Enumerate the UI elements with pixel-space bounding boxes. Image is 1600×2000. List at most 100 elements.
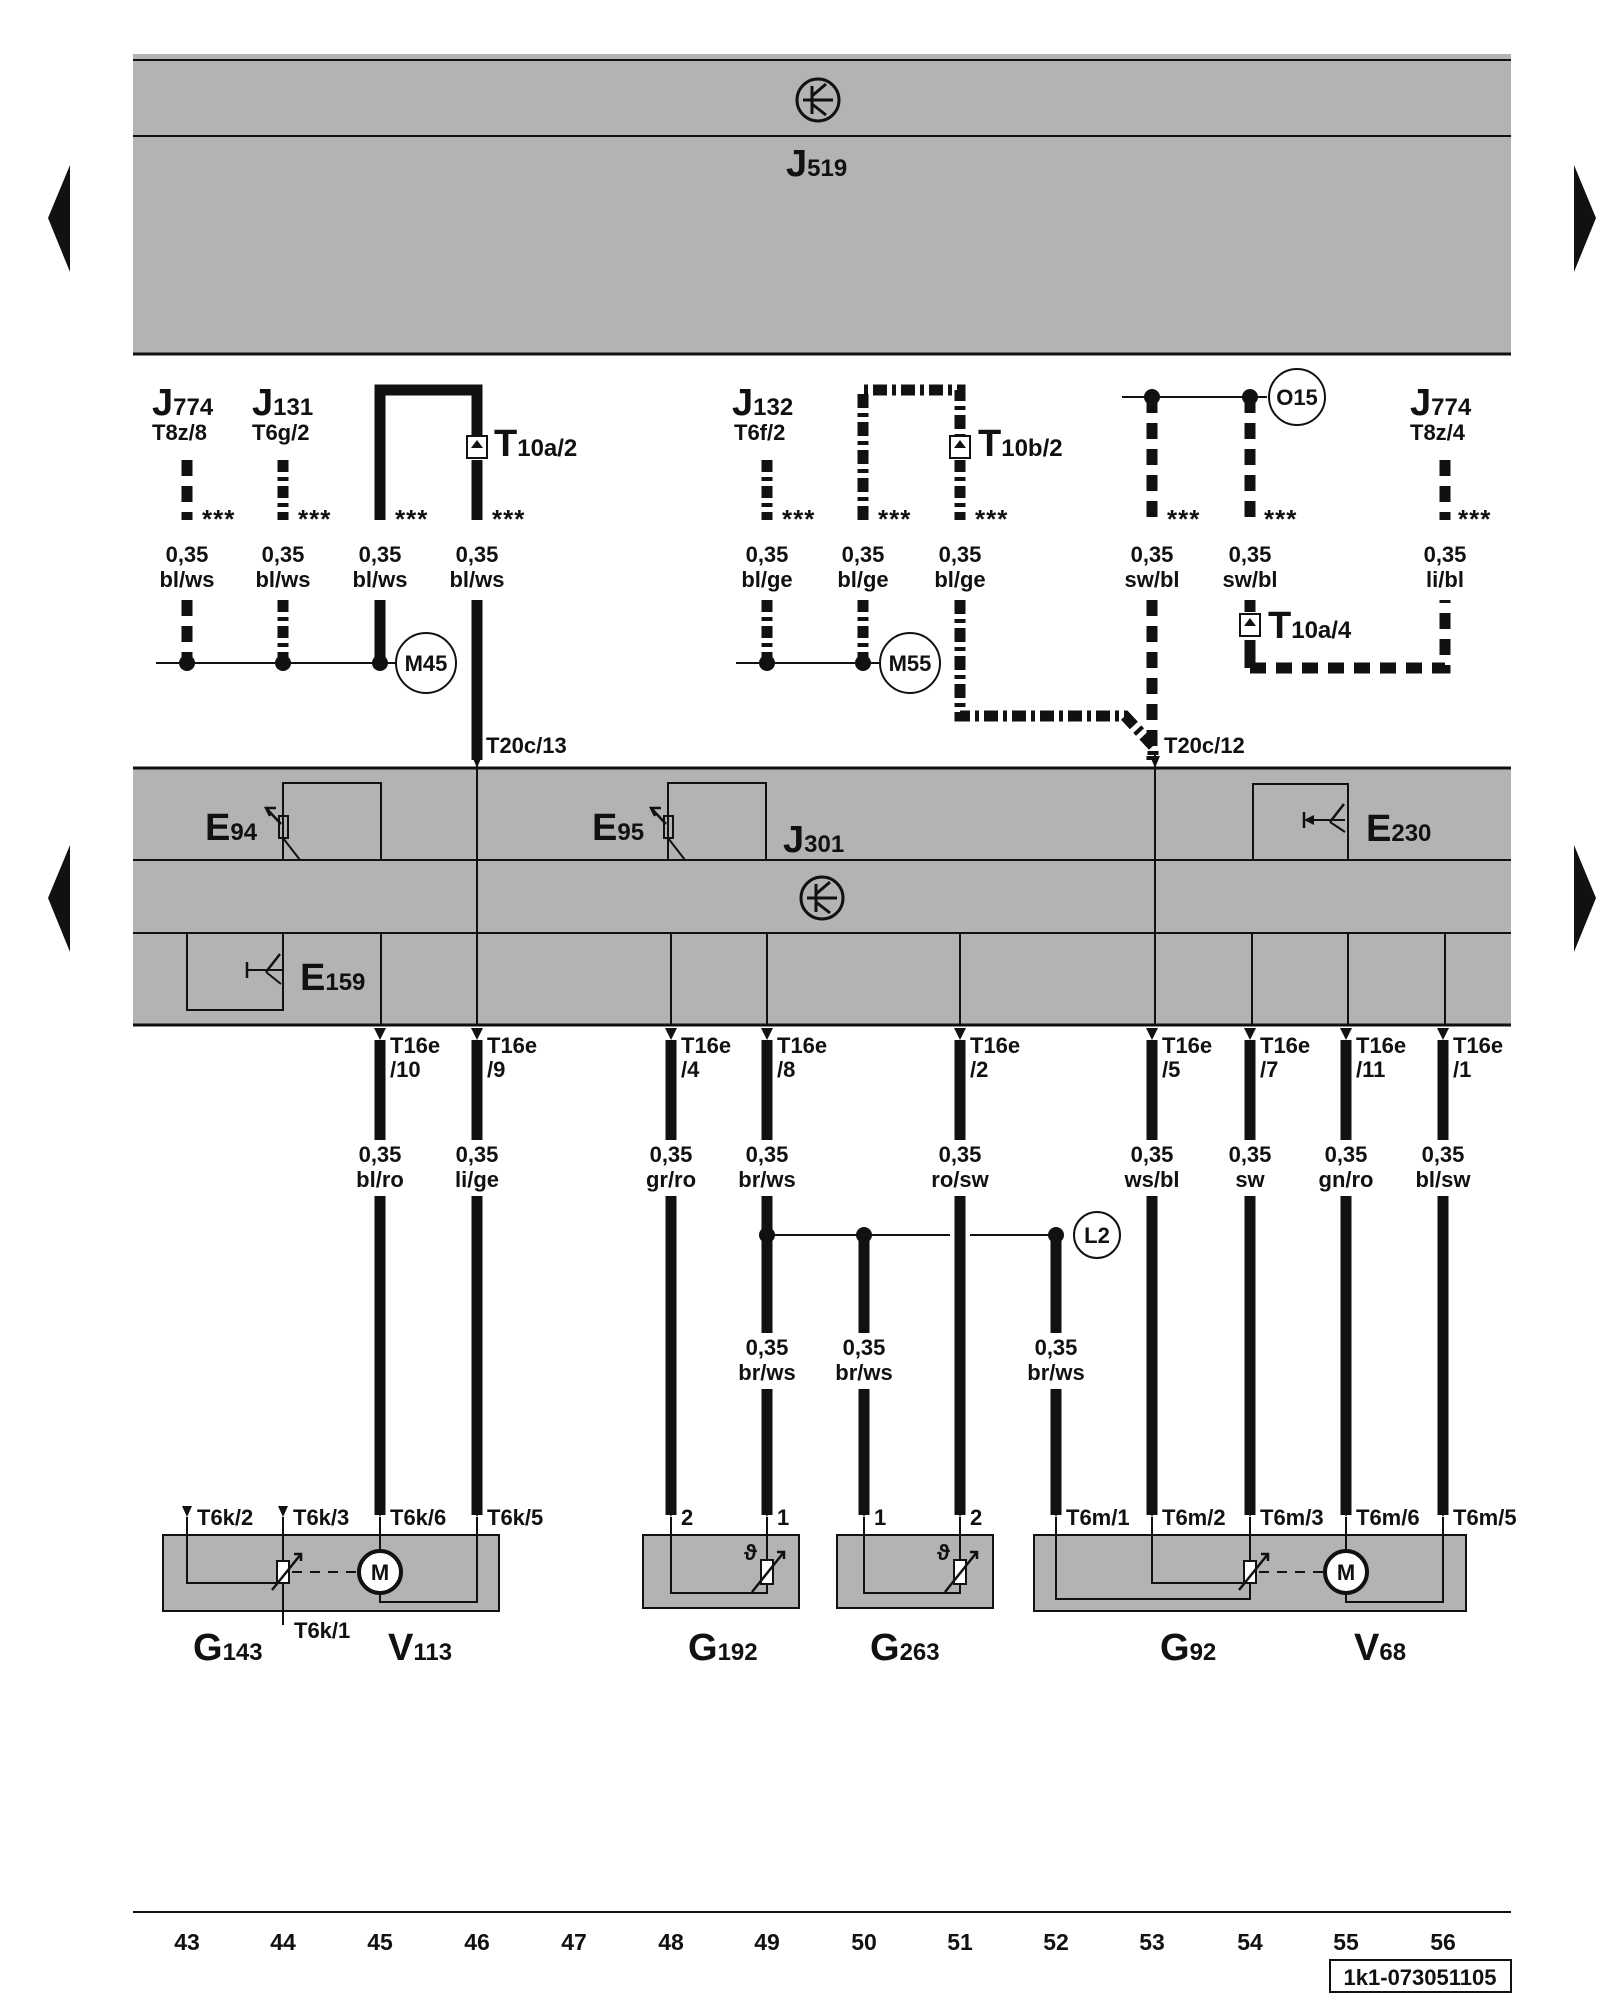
- svg-text:J131: J131: [252, 382, 313, 424]
- svg-text:sw/bl: sw/bl: [1124, 567, 1179, 592]
- pins-bottom-labels: T6k/2 T6k/3 T6k/6 T6k/5 2 1 1 2 T6m/1 T6…: [197, 1505, 1517, 1643]
- device-g263: ϑ: [836, 1517, 994, 1609]
- nav-left-mid-arrow[interactable]: [48, 845, 70, 952]
- reference-code: 1k1-073051105: [1329, 1959, 1512, 1993]
- svg-text:0,35: 0,35: [1131, 542, 1174, 567]
- svg-text:G143: G143: [193, 1627, 263, 1669]
- svg-text:/11: /11: [1356, 1057, 1385, 1082]
- svg-text:0,35: 0,35: [1035, 1335, 1078, 1360]
- svg-text:0,35: 0,35: [359, 542, 402, 567]
- svg-text:0,35: 0,35: [166, 542, 209, 567]
- svg-text:2: 2: [970, 1505, 982, 1530]
- svg-text:0,35: 0,35: [1229, 542, 1272, 567]
- svg-text:0,35: 0,35: [1422, 1142, 1465, 1167]
- svg-text:bl/ge: bl/ge: [741, 567, 792, 592]
- svg-text:li/ge: li/ge: [455, 1167, 499, 1192]
- svg-text:/9: /9: [487, 1057, 505, 1082]
- module-j519: J519: [133, 54, 1511, 356]
- svg-text:sw: sw: [1235, 1167, 1265, 1192]
- svg-text:ws/bl: ws/bl: [1123, 1167, 1179, 1192]
- svg-text:***: ***: [1167, 504, 1200, 534]
- switch-e94: E94: [205, 782, 382, 861]
- svg-text:48: 48: [658, 1929, 684, 1955]
- junction-m55: M55: [879, 632, 941, 694]
- bottom-wiring: [374, 1040, 1449, 1515]
- svg-text:1: 1: [874, 1505, 886, 1530]
- svg-text:br/ws: br/ws: [738, 1360, 795, 1385]
- svg-text:50: 50: [851, 1929, 877, 1955]
- svg-text:T6g/2: T6g/2: [252, 420, 309, 445]
- svg-text:G92: G92: [1160, 1627, 1216, 1669]
- svg-text:0,35: 0,35: [456, 542, 499, 567]
- column-ruler: 43 44 45 46 47 48 49 50 51 52 53 54 55 5…: [133, 1911, 1511, 1955]
- connector-t10b2: T10b/2: [949, 423, 1063, 465]
- svg-text:T6m/3: T6m/3: [1260, 1505, 1324, 1530]
- pins-bottom-arrows: [182, 1506, 1448, 1517]
- svg-text:T6k/2: T6k/2: [197, 1505, 253, 1530]
- svg-text:2: 2: [681, 1505, 693, 1530]
- svg-text:***: ***: [1458, 504, 1491, 534]
- svg-text:0,35: 0,35: [1131, 1142, 1174, 1167]
- nav-left-top-arrow[interactable]: [48, 165, 70, 272]
- svg-text:br/ws: br/ws: [738, 1167, 795, 1192]
- pins-t20c: T20c/13 T20c/12: [472, 733, 1245, 768]
- svg-text:T20c/12: T20c/12: [1164, 733, 1245, 758]
- svg-text:T6m/5: T6m/5: [1453, 1505, 1517, 1530]
- switch-e230: E230: [1252, 783, 1431, 861]
- svg-text:gr/ro: gr/ro: [646, 1167, 696, 1192]
- svg-text:bl/ro: bl/ro: [356, 1167, 404, 1192]
- device-g92-v68: M: [1033, 1517, 1467, 1612]
- svg-text:M45: M45: [405, 651, 448, 676]
- connector-t10a2: T10a/2: [466, 423, 577, 465]
- svg-text:T16e: T16e: [1453, 1033, 1503, 1058]
- svg-text:0,35: 0,35: [359, 1142, 402, 1167]
- svg-text:/4: /4: [681, 1057, 700, 1082]
- svg-text:T20c/13: T20c/13: [486, 733, 567, 758]
- svg-text:br/ws: br/ws: [835, 1360, 892, 1385]
- svg-text:0,35: 0,35: [456, 1142, 499, 1167]
- device-g143-v113: M: [162, 1517, 500, 1625]
- svg-text:M: M: [371, 1560, 389, 1585]
- svg-text:T6k/1: T6k/1: [294, 1618, 350, 1643]
- svg-text:***: ***: [298, 504, 331, 534]
- svg-text:ϑ: ϑ: [937, 1540, 950, 1565]
- svg-text:1k1-073051105: 1k1-073051105: [1344, 1965, 1497, 1990]
- svg-text:49: 49: [754, 1929, 780, 1955]
- svg-text:***: ***: [202, 504, 235, 534]
- svg-text:***: ***: [878, 504, 911, 534]
- switch-e95: E95: [592, 782, 767, 861]
- junction-l2: L2: [1073, 1211, 1121, 1259]
- device-g192: ϑ: [642, 1517, 800, 1609]
- svg-text:0,35: 0,35: [939, 1142, 982, 1167]
- svg-text:0,35: 0,35: [650, 1142, 693, 1167]
- svg-text:T16e: T16e: [1260, 1033, 1310, 1058]
- svg-text:0,35: 0,35: [262, 542, 305, 567]
- svg-text:T6k/5: T6k/5: [487, 1505, 543, 1530]
- svg-text:0,35: 0,35: [1325, 1142, 1368, 1167]
- svg-text:***: ***: [975, 504, 1008, 534]
- svg-text:T6m/2: T6m/2: [1162, 1505, 1226, 1530]
- svg-text:0,35: 0,35: [746, 1335, 789, 1360]
- svg-text:T6k/6: T6k/6: [390, 1505, 446, 1530]
- svg-text:O15: O15: [1276, 385, 1318, 410]
- svg-text:0,35: 0,35: [842, 542, 885, 567]
- svg-text:bl/ws: bl/ws: [159, 567, 214, 592]
- svg-text:ro/sw: ro/sw: [931, 1167, 989, 1192]
- svg-text:T10b/2: T10b/2: [978, 423, 1063, 465]
- module-j301: J301 E94 E95 E230: [133, 766, 1511, 1027]
- nav-right-mid-arrow[interactable]: [1574, 845, 1596, 952]
- svg-text:0,35: 0,35: [939, 542, 982, 567]
- svg-text:/8: /8: [777, 1057, 795, 1082]
- svg-text:bl/ge: bl/ge: [934, 567, 985, 592]
- svg-text:ϑ: ϑ: [744, 1540, 757, 1565]
- motor-icon: M: [1323, 1549, 1369, 1595]
- svg-text:0,35: 0,35: [1424, 542, 1467, 567]
- nav-right-top-arrow[interactable]: [1574, 165, 1596, 272]
- svg-text:51: 51: [947, 1929, 973, 1955]
- svg-text:0,35: 0,35: [746, 1142, 789, 1167]
- svg-text:G263: G263: [870, 1627, 940, 1669]
- switch-e159: E159: [186, 933, 365, 1011]
